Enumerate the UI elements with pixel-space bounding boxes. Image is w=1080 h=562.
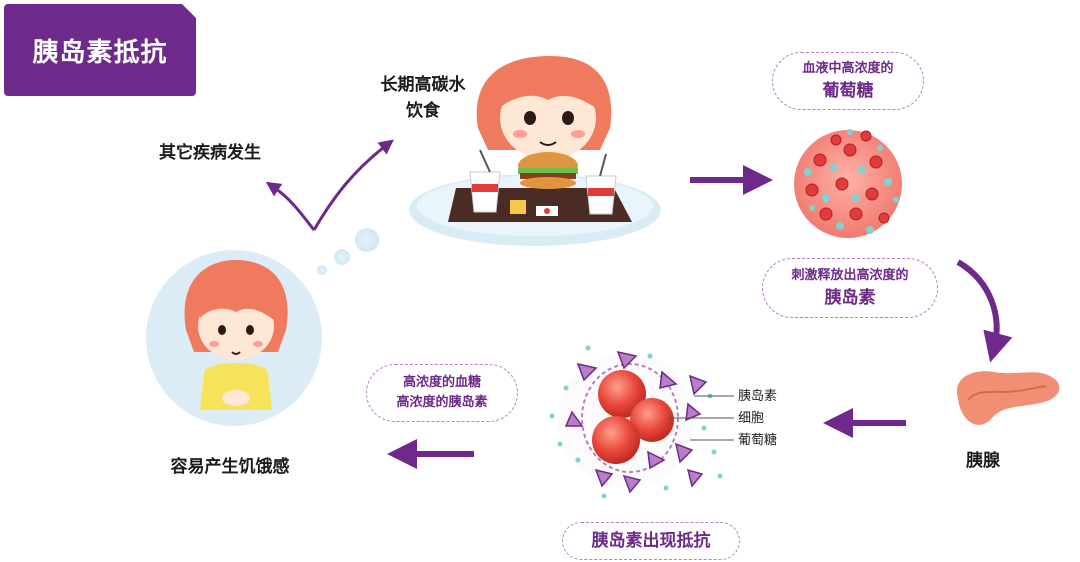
badge-corner-decoration <box>182 4 196 18</box>
split-arrow-icon <box>265 139 394 231</box>
curved-arrow-down-icon <box>956 259 1013 363</box>
pill-release-insulin-line2: 胰岛素 <box>824 288 876 308</box>
pill-high-blood-line2: 高浓度的胰岛素 <box>396 395 488 410</box>
insulin-resistance-cells-illustration <box>549 345 734 499</box>
label-high-carb-diet: 长期高碳水 饮食 <box>358 72 488 124</box>
pancreas-illustration <box>956 371 1060 425</box>
hungry-girl-illustration <box>146 250 322 426</box>
pill-high-glucose: 血液中高浓度的 葡萄糖 <box>772 52 924 110</box>
page-title: 胰岛素抵抗 <box>32 37 168 68</box>
label-high-carb-line2: 饮食 <box>406 101 440 121</box>
label-other-diseases: 其它疾病发生 <box>159 143 261 163</box>
legend-insulin: 胰岛素 <box>738 389 778 404</box>
legend-glucose: 葡萄糖 <box>738 433 778 448</box>
title-badge: 胰岛素抵抗 <box>4 4 196 96</box>
label-pancreas: 胰腺 <box>966 451 1000 471</box>
cell-legend: 胰岛素 细胞 葡萄糖 <box>738 386 777 452</box>
pill-insulin-resistance: 胰岛素出现抵抗 <box>562 522 740 560</box>
pill-high-blood-line1: 高浓度的血糖 <box>402 375 481 390</box>
pill-high-glucose-line1: 血液中高浓度的 <box>802 61 894 76</box>
thought-bubble-icon <box>317 228 379 275</box>
legend-cell: 细胞 <box>738 411 765 426</box>
label-easy-hunger: 容易产生饥饿感 <box>170 457 290 477</box>
pill-insulin-resistance-line1: 胰岛素出现抵抗 <box>591 531 711 551</box>
label-high-carb-line1: 长期高碳水 <box>380 75 466 95</box>
pill-release-insulin-line1: 刺激释放出高浓度的 <box>791 268 909 283</box>
pill-high-blood: 高浓度的血糖 高浓度的胰岛素 <box>366 364 518 422</box>
blood-glucose-illustration <box>794 129 902 238</box>
pill-release-insulin: 刺激释放出高浓度的 胰岛素 <box>762 258 938 318</box>
pill-high-glucose-line2: 葡萄糖 <box>822 81 874 101</box>
